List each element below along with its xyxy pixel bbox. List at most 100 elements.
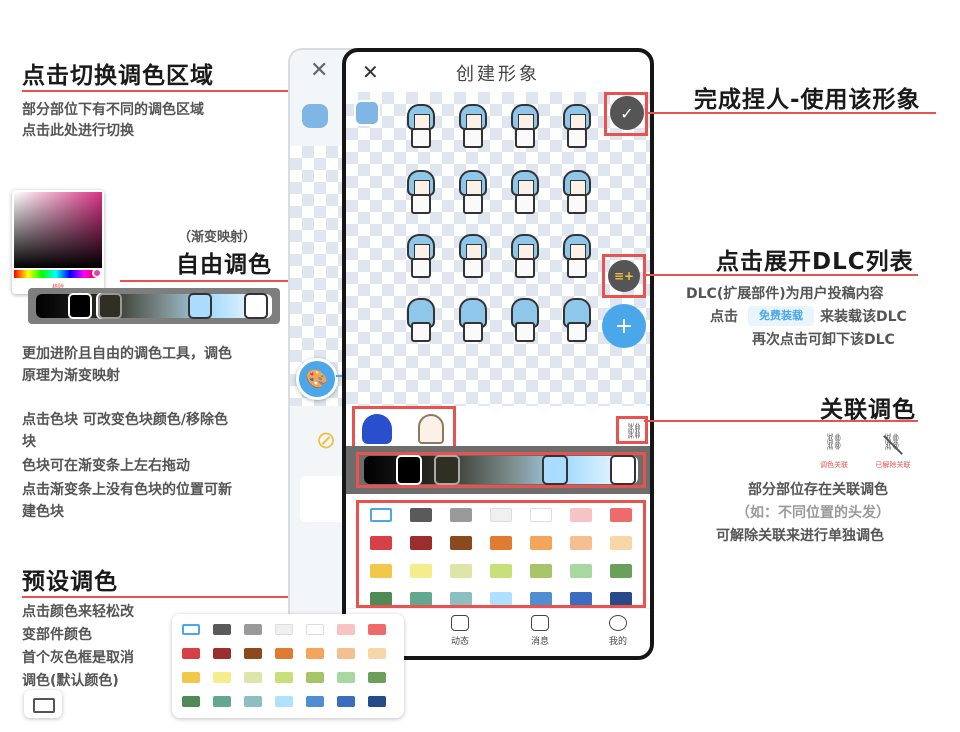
gradient-chip-5[interactable]	[244, 293, 268, 319]
nav-dynamic[interactable]: 动态	[440, 615, 480, 647]
hue-slider[interactable]	[14, 270, 98, 278]
free-palette-line-6: 点击渐变条上没有色块的位置可新	[22, 482, 232, 498]
switch-region-line-1: 部分部位下有不同的调色区域	[22, 102, 204, 118]
finish-title: 完成捏人-使用该形象	[694, 87, 921, 113]
color-swatch[interactable]	[213, 696, 231, 707]
color-picker-widget[interactable]: 移除	[12, 190, 104, 294]
color-swatch[interactable]	[450, 508, 472, 522]
color-swatch[interactable]	[275, 696, 293, 707]
linked-title: 关联调色	[820, 397, 916, 423]
bg-close-icon[interactable]: ✕	[310, 58, 329, 83]
color-swatch[interactable]	[410, 592, 432, 606]
region-tab-hair[interactable]	[360, 412, 394, 448]
color-swatch[interactable]	[368, 648, 386, 659]
link-icon[interactable]: ⛓	[624, 422, 644, 440]
color-swatch[interactable]	[570, 536, 592, 550]
color-swatch[interactable]	[610, 508, 632, 522]
color-swatch[interactable]	[337, 624, 355, 635]
color-swatch[interactable]	[450, 536, 472, 550]
color-swatch[interactable]	[337, 672, 355, 683]
switch-region-line-2: 点击此处进行切换	[22, 123, 134, 139]
color-swatch[interactable]	[306, 648, 324, 659]
color-swatch[interactable]	[275, 672, 293, 683]
cancel-color-swatch[interactable]	[182, 624, 200, 635]
confirm-button[interactable]: ✓	[610, 96, 644, 130]
nav-mine[interactable]: 我的	[598, 615, 638, 647]
gradient-chip-4[interactable]	[188, 293, 212, 319]
saturation-panel[interactable]	[14, 192, 102, 268]
color-swatch[interactable]	[244, 672, 262, 683]
body-region-icon	[418, 414, 444, 444]
sprite-side	[456, 170, 490, 218]
gradient-bar-example[interactable]	[28, 288, 280, 324]
color-swatch[interactable]	[530, 592, 552, 606]
remove-label[interactable]: 移除	[12, 282, 104, 291]
color-swatch[interactable]	[490, 564, 512, 578]
color-swatch[interactable]	[306, 624, 324, 635]
nav-messages[interactable]: 消息	[520, 615, 560, 647]
color-swatch[interactable]	[410, 536, 432, 550]
color-swatch[interactable]	[530, 508, 552, 522]
color-swatch[interactable]	[570, 508, 592, 522]
color-swatch[interactable]	[182, 648, 200, 659]
close-icon[interactable]: ✕	[362, 60, 379, 84]
sprite-side	[404, 170, 438, 218]
color-swatch[interactable]	[610, 536, 632, 550]
cancel-color-swatch[interactable]	[370, 508, 392, 522]
linked-icon: ⛓	[823, 432, 845, 451]
phone-chip-4[interactable]	[610, 455, 636, 485]
gradient-highlight	[356, 452, 646, 488]
region-tab-body[interactable]	[414, 412, 448, 448]
color-swatch[interactable]	[244, 624, 262, 635]
color-swatch[interactable]	[244, 648, 262, 659]
color-swatch[interactable]	[490, 592, 512, 606]
add-button[interactable]: +	[602, 304, 646, 348]
color-swatch[interactable]	[410, 508, 432, 522]
color-swatch[interactable]	[306, 672, 324, 683]
color-swatch[interactable]	[306, 696, 324, 707]
color-swatch[interactable]	[213, 624, 231, 635]
dlc-list-button[interactable]: ≡+	[608, 260, 640, 292]
color-swatch[interactable]	[244, 696, 262, 707]
color-swatch[interactable]	[368, 672, 386, 683]
color-swatch[interactable]	[570, 564, 592, 578]
color-swatch[interactable]	[490, 508, 512, 522]
color-swatch[interactable]	[570, 592, 592, 606]
color-swatch[interactable]	[610, 564, 632, 578]
color-swatch[interactable]	[490, 536, 512, 550]
color-swatch[interactable]	[530, 564, 552, 578]
free-palette-line-3: 点击色块 可改变色块颜色/移除色	[22, 412, 228, 428]
gradient-chip-3[interactable]	[98, 293, 122, 319]
avatar-icon[interactable]	[354, 100, 380, 126]
color-swatch[interactable]	[182, 672, 200, 683]
phone-chip-1[interactable]	[396, 455, 422, 485]
gradient-chip-1[interactable]	[68, 293, 92, 319]
sprite-back	[404, 298, 438, 346]
color-swatch[interactable]	[213, 648, 231, 659]
hue-slider-handle[interactable]	[92, 268, 102, 278]
palette-button[interactable]: 🎨	[296, 358, 338, 400]
color-swatch[interactable]	[370, 564, 392, 578]
cancel-color-example[interactable]	[24, 690, 62, 718]
color-swatch[interactable]	[370, 592, 392, 606]
free-load-badge[interactable]: 免费装载	[748, 306, 814, 326]
color-swatch[interactable]	[530, 536, 552, 550]
color-swatch[interactable]	[213, 672, 231, 683]
color-swatch[interactable]	[410, 564, 432, 578]
color-swatch[interactable]	[275, 624, 293, 635]
hair-region-icon	[362, 414, 392, 444]
color-swatch[interactable]	[368, 696, 386, 707]
color-swatch[interactable]	[370, 536, 392, 550]
color-swatch[interactable]	[610, 592, 632, 606]
color-swatch[interactable]	[450, 592, 472, 606]
sprite-back	[560, 298, 594, 346]
color-swatch[interactable]	[182, 696, 200, 707]
dlc-underline	[646, 274, 918, 276]
phone-chip-2[interactable]	[434, 455, 460, 485]
color-swatch[interactable]	[450, 564, 472, 578]
color-swatch[interactable]	[368, 624, 386, 635]
color-swatch[interactable]	[275, 648, 293, 659]
color-swatch[interactable]	[337, 648, 355, 659]
color-swatch[interactable]	[337, 696, 355, 707]
phone-chip-3[interactable]	[542, 455, 568, 485]
